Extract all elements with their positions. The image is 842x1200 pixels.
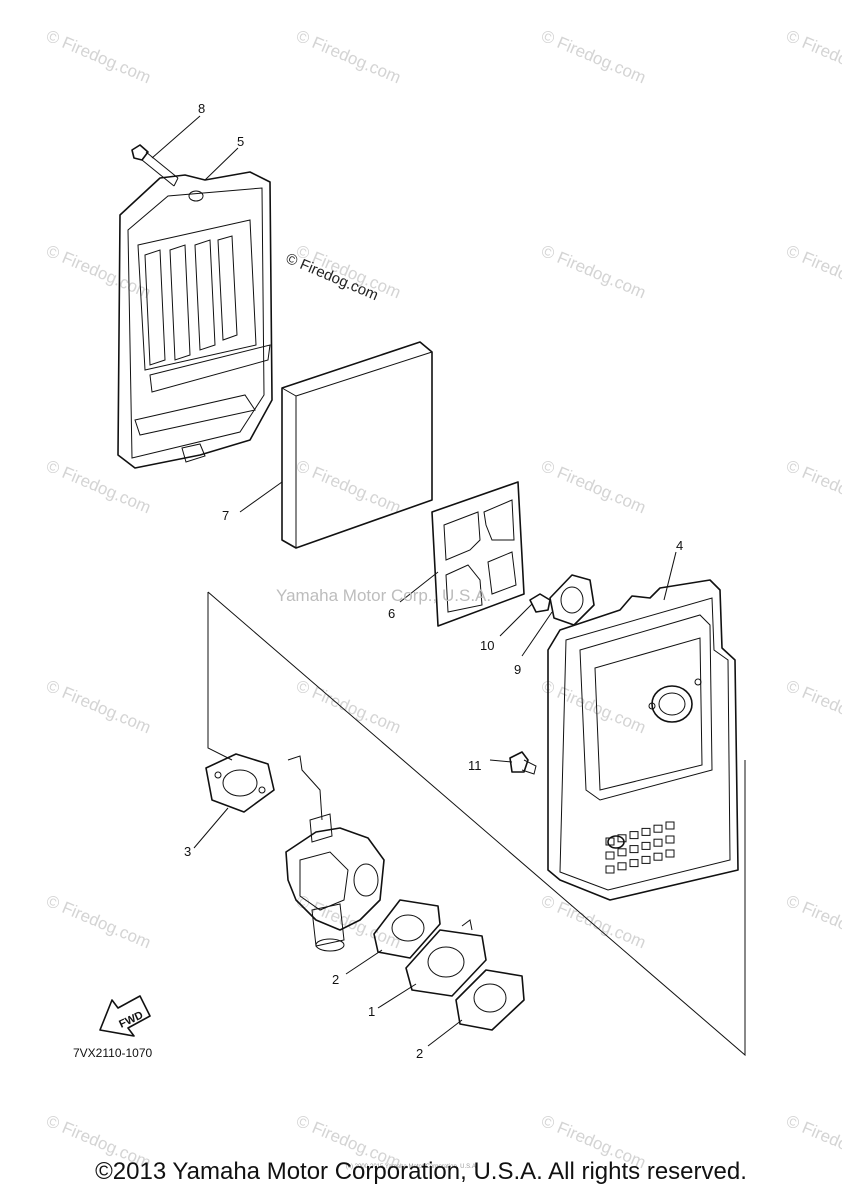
vent-slot <box>665 835 675 844</box>
callout-7: 7 <box>222 508 229 523</box>
vent-slot <box>605 837 615 846</box>
vent-slot <box>629 831 639 840</box>
vent-slot <box>629 845 639 854</box>
filter-element <box>281 341 433 549</box>
vent-slot <box>653 824 663 833</box>
watermark-text: © Firedog.com <box>783 26 842 87</box>
watermark-text: © Firedog.com <box>783 891 842 952</box>
insulator-1 <box>405 919 487 997</box>
callout-numbers: 8 5 7 6 4 10 9 3 11 2 1 2 <box>184 101 683 1061</box>
watermark-text: © Firedog.com <box>783 241 842 302</box>
vent-slot <box>617 862 627 871</box>
vent-slots <box>605 821 675 874</box>
callout-9: 9 <box>514 662 521 677</box>
tiny-copyright: (c) 2000-2015 Yamaha Motor Corporation, … <box>346 1164 478 1170</box>
intake-housing <box>547 579 739 901</box>
vent-slot <box>605 865 615 874</box>
vent-slot <box>653 838 663 847</box>
watermark-text: © Firedog.com <box>783 456 842 517</box>
callout-4: 4 <box>676 538 683 553</box>
watermark-text: © Firedog.com <box>43 241 153 302</box>
callout-1: 1 <box>368 1004 375 1019</box>
watermark-text: © Firedog.com <box>293 456 403 517</box>
watermark-text: © Firedog.com <box>538 891 648 952</box>
watermark-text: © Firedog.com <box>783 676 842 737</box>
vent-slot <box>653 852 663 861</box>
vent-slot <box>641 855 651 864</box>
callout-6: 6 <box>388 606 395 621</box>
vent-slot <box>665 849 675 858</box>
yamaha-watermark: Yamaha Motor Corp., U.S.A. <box>276 586 492 605</box>
watermark-text: © Firedog.com <box>538 241 648 302</box>
vent-slot <box>665 821 675 830</box>
vent-slot <box>605 851 615 860</box>
vent-slot <box>617 834 627 843</box>
nut-10 <box>529 593 551 613</box>
watermark-text: © Firedog.com <box>293 676 403 737</box>
vent-slot <box>629 859 639 868</box>
watermark-text: © Firedog.com <box>43 26 153 87</box>
gasket-2-lower <box>455 969 525 1031</box>
watermark-text: © Firedog.com <box>293 891 403 952</box>
watermark-text: © Firedog.com <box>538 456 648 517</box>
small-gasket-9 <box>549 574 595 626</box>
fwd-label: FWD <box>117 1009 145 1030</box>
carburetor <box>285 755 385 952</box>
fwd-arrow: FWD <box>99 995 151 1037</box>
diagram-code: 7VX2110-1070 <box>73 1046 153 1060</box>
copyright-footer: ©2013 Yamaha Motor Corporation, U.S.A. A… <box>95 1158 747 1185</box>
vent-slot <box>617 848 627 857</box>
vent-slot <box>641 827 651 836</box>
callout-5: 5 <box>237 134 244 149</box>
watermark-text: © Firedog.com <box>43 676 153 737</box>
watermark-text: © Firedog.com <box>43 891 153 952</box>
gasket-3 <box>205 753 275 813</box>
callout-10: 10 <box>480 638 494 653</box>
bolt-11 <box>509 751 537 775</box>
watermark-text: © Firedog.com <box>538 26 648 87</box>
callout-8: 8 <box>198 101 205 116</box>
callout-11: 11 <box>468 758 482 773</box>
watermark-text: © Firedog.com <box>538 676 648 737</box>
air-cleaner-case <box>117 144 273 469</box>
watermark-text: © Firedog.com <box>293 26 403 87</box>
callout-2-upper: 2 <box>332 972 339 987</box>
callout-3: 3 <box>184 844 191 859</box>
watermark-text: © Firedog.com <box>43 456 153 517</box>
leader-lines <box>151 115 677 1047</box>
filter-gasket <box>431 481 525 627</box>
vent-slot <box>641 841 651 850</box>
gasket-2-upper <box>373 899 441 959</box>
callout-2-lower: 2 <box>416 1046 423 1061</box>
